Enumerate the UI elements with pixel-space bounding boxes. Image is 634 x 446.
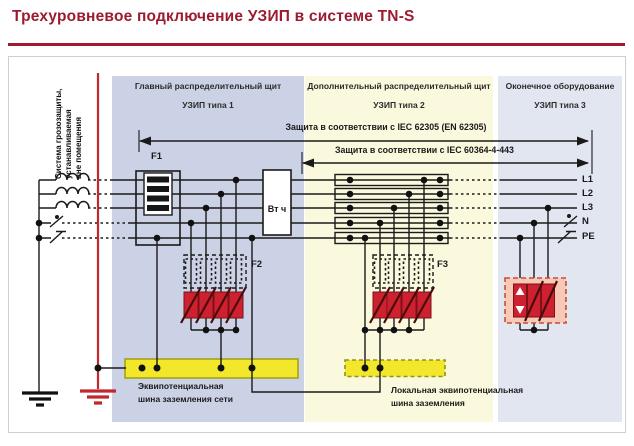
external-system-label: Система грозозащиты, устанавливаемая вне… [54, 67, 84, 179]
panel-terminal-header: Оконечное оборудование [505, 81, 615, 91]
page-title: Трехуровневое подключение УЗИП в системе… [12, 8, 415, 25]
earth-symbol-red [80, 389, 116, 405]
local-bus-caption-line2: шина заземления [391, 398, 465, 408]
panel-terminal-subheader: УЗИП типа 3 [534, 100, 586, 110]
spark-gap-symbols [49, 214, 578, 244]
protection-caption-iec60364: Защита в соответствии с IEC 60364-4-443 [335, 145, 514, 155]
conductor-label-pe: PE [582, 231, 595, 242]
protection-arrow-iec60364 [301, 130, 593, 174]
conductor-label-l2: L2 [582, 188, 594, 199]
wires-dashed [62, 179, 500, 239]
wires-solid [38, 179, 577, 393]
conductor-label-l1: L1 [582, 174, 594, 185]
panel-terminal-equipment [498, 76, 622, 422]
panel-main-header: Главный распределительный щит [134, 81, 282, 91]
external-system-line3: вне помещения [74, 116, 83, 179]
coupling-coils [55, 172, 90, 209]
protection-caption-iec62305: Защита в соответствии с IEC 62305 (EN 62… [285, 122, 487, 132]
fuse-f1-label: F1 [151, 151, 163, 162]
title-divider [8, 43, 625, 46]
main-grounding-bus [124, 358, 299, 379]
external-system-line1: Система грозозащиты, [54, 88, 63, 179]
local-bus-caption-line1: Локальная эквипотенциальная [391, 385, 524, 395]
local-grounding-bus [344, 359, 446, 378]
spd-f2-label: F2 [251, 259, 263, 270]
panel-secondary-subheader: УЗИП типа 2 [373, 100, 425, 110]
main-bus-caption-line1: Эквипотенциальная [138, 381, 224, 391]
fuse-f1 [135, 170, 181, 246]
panel-main-subheader: УЗИП типа 1 [182, 100, 234, 110]
spd-group-type3 [504, 277, 567, 324]
spd-f3-label: F3 [437, 259, 449, 270]
conductor-label-l3: L3 [582, 202, 594, 213]
main-bus-caption-line2: шина заземления сети [138, 394, 233, 404]
panel-secondary-header: Дополнительный распределительный щит [307, 81, 491, 91]
junction-dots [35, 176, 552, 372]
conductor-label-n: N [582, 216, 589, 227]
energy-meter-label: Вт ч [267, 204, 287, 214]
terminal-bus-blocks [334, 173, 449, 245]
earth-symbol-black [22, 391, 58, 407]
protection-arrow-iec62305 [138, 130, 589, 152]
spd-group-f2 [180, 254, 247, 324]
spd-group-f3 [369, 254, 435, 324]
energy-meter-box [262, 169, 292, 236]
external-system-line2: устанавливаемая [64, 109, 73, 179]
